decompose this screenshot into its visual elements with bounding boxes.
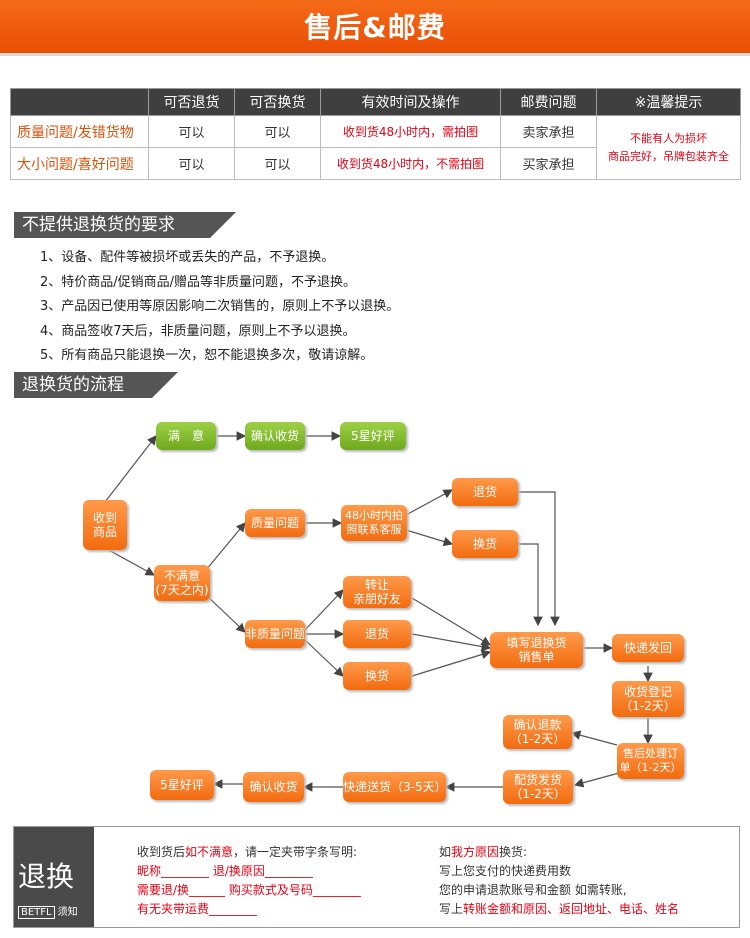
notice-line: 如我方原因换货:: [439, 843, 679, 862]
time-cell: 收到货48小时内，不需拍图: [320, 147, 501, 180]
notice-line: 昵称________ 退/换原因________: [137, 864, 313, 878]
exchange-cell: 可以: [234, 115, 321, 148]
table-header: ※温馨提示: [596, 88, 741, 116]
section-title-no-return: 不提供退换货的要求: [14, 212, 236, 238]
page-title: 售后&邮费: [304, 11, 446, 44]
notice-logo-suffix: 须知: [57, 907, 78, 918]
return-cell: 可以: [148, 147, 235, 180]
notice-line: 写上您支付的快递费用数: [439, 864, 572, 878]
flow-node-receive: 收到 商品: [83, 500, 127, 550]
table-header: 可否换货: [234, 88, 321, 116]
tip-line: 商品完好，吊牌包装齐全: [608, 149, 729, 163]
flow-node-exchange-quality: 换货: [452, 530, 518, 558]
flow-node-quality-issue: 质量问题: [245, 509, 305, 537]
notice-right-column: 如我方原因换货: 写上您支付的快递费用数 您的申请退款账号和金额 如需转账, 写…: [439, 843, 679, 919]
table-header: 邮费问题: [500, 88, 597, 116]
flow-node-exchange-non-quality: 换货: [343, 662, 411, 690]
flow-node-register: 收货登记 （1-2天）: [612, 681, 684, 717]
tip-line: 不能有人为损坏: [630, 131, 707, 145]
exchange-cell: 可以: [234, 147, 321, 180]
notice-line: 收到货后如不满意，请一定夹带字条写明:: [137, 843, 361, 862]
notice-text: 换货:: [499, 845, 528, 859]
table-row: 大小问题/喜好问题 可以 可以 收到货48小时内，不需拍图 买家承担: [10, 147, 741, 180]
notice-text: ，请一定夹带字条写明:: [233, 845, 358, 859]
fee-cell: 买家承担: [500, 147, 597, 180]
flow-node-return-non-quality: 退货: [343, 620, 411, 648]
row-label: 大小问题/喜好问题: [10, 147, 149, 180]
fee-table: 可否退货 可否换货 有效时间及操作 邮费问题 ※温馨提示 质量问题/发错货物 可…: [10, 88, 741, 180]
list-item: 4、商品签收7天后，非质量问题，原则上不予以退换。: [40, 323, 356, 339]
notice-text: 写上: [439, 902, 464, 916]
flow-node-express-send: 快递送货（3-5天）: [343, 772, 447, 802]
notice-text: 收到货后: [137, 845, 186, 859]
notice-line: 写上转账金额和原因、返回地址、电话、姓名: [439, 900, 679, 919]
flow-node-return-quality: 退货: [452, 478, 518, 506]
flow-node-confirm-receipt: 确认收货: [245, 422, 305, 450]
rules-list: 1、设备、配件等被损坏或丢失的产品，不予退换。 2、特价商品/促销商品/赠品等非…: [40, 246, 399, 369]
list-item: 2、特价商品/促销商品/赠品等非质量问题，不予退换。: [40, 274, 357, 290]
table-header: 有效时间及操作: [320, 88, 501, 116]
flow-node-after-sale: 售后处理订 单（1-2天）: [617, 743, 684, 779]
flow-node-non-quality: 非质量问题: [245, 620, 305, 648]
flow-node-photo-contact: 48小时内拍 照联系客服: [341, 505, 407, 541]
notice-text: 如: [439, 845, 452, 859]
flow-node-express-back: 快递发回: [612, 634, 684, 662]
notice-logo-title: 退换: [18, 860, 75, 893]
notice-highlight: 如不满意: [185, 845, 234, 859]
flow-node-fill-form: 填写退换货 销售单: [490, 632, 583, 668]
notice-highlight: 转账金额和原因、返回地址、电话、姓名: [463, 902, 680, 916]
notice-line: 有无夹带运费________: [137, 902, 258, 916]
list-item: 5、所有商品只能退换一次，恕不能退换多次，敬请谅解。: [40, 348, 374, 363]
flow-node-five-star: 5星好评: [340, 422, 406, 450]
flow-node-transfer: 转让 亲朋好友: [343, 576, 411, 608]
section-title-flow: 退换货的流程: [14, 372, 178, 398]
table-header-row: 可否退货 可否换货 有效时间及操作 邮费问题 ※温馨提示: [10, 88, 741, 116]
flow-node-five-star-final: 5星好评: [150, 770, 214, 800]
flow-node-confirm-receipt-final: 确认收货: [243, 772, 304, 802]
notice-line: 需要退/换______ 购买款式及号码________: [137, 883, 361, 897]
flow-node-refund: 确认退款 （1-2天）: [503, 715, 572, 749]
flow-node-ship: 配货发货 （1-2天）: [503, 770, 573, 804]
notice-left-column: 收到货后如不满意，请一定夹带字条写明: 昵称________ 退/换原因____…: [137, 843, 361, 919]
list-item: 1、设备、配件等被损坏或丢失的产品，不予退换。: [40, 250, 335, 265]
notice-highlight: 我方原因: [451, 845, 500, 859]
time-cell: 收到货48小时内，需拍图: [320, 115, 501, 148]
list-item: 3、产品因已使用等原因影响二次销售的，原则上不予以退换。: [40, 299, 400, 314]
header-banner: 售后&邮费: [0, 0, 750, 56]
tip-cell: 不能有人为损坏 商品完好，吊牌包装齐全: [596, 115, 741, 180]
flow-node-unsatisfied: 不满意 (7天之内): [154, 565, 210, 601]
flow-node-satisfied: 满 意: [156, 422, 216, 450]
brand-tag: BETFL: [18, 906, 55, 919]
notice-line: 您的申请退款账号和金额 如需转账,: [439, 883, 627, 897]
